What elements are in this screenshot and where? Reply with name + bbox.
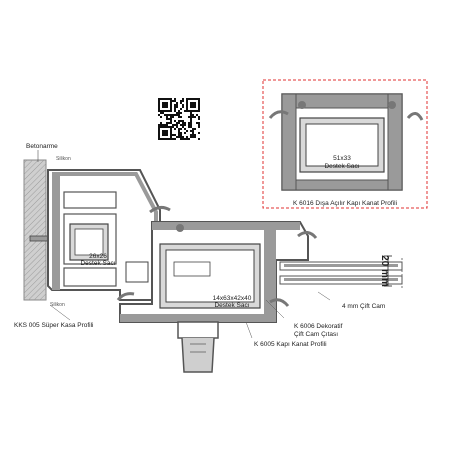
- label-kasa-profili: KKS 005 Süper Kasa Profili: [14, 322, 94, 329]
- dimension-20mm: [384, 255, 392, 287]
- label-silikon-top: Silikon: [56, 156, 71, 162]
- label-silikon-bottom: Silikon: [50, 302, 65, 308]
- label-betonarme: Betonarme: [26, 143, 58, 150]
- label-cam: 4 mm Çift Cam: [342, 303, 385, 310]
- glass-panel: [279, 258, 403, 290]
- label-kanat-6005: K 6005 Kapı Kanat Profili: [254, 341, 327, 348]
- kanat-profile: [119, 221, 318, 323]
- qr-code-icon: [158, 98, 200, 140]
- label-dimension: 20 mm: [379, 255, 390, 287]
- detail-frame: [262, 79, 428, 209]
- detail-kanat-profile: [268, 93, 424, 191]
- label-kapi-kanat-6016: K 6016 Dışa Açılır Kapı Kanat Profili: [293, 200, 397, 207]
- threshold-profile: [177, 321, 219, 373]
